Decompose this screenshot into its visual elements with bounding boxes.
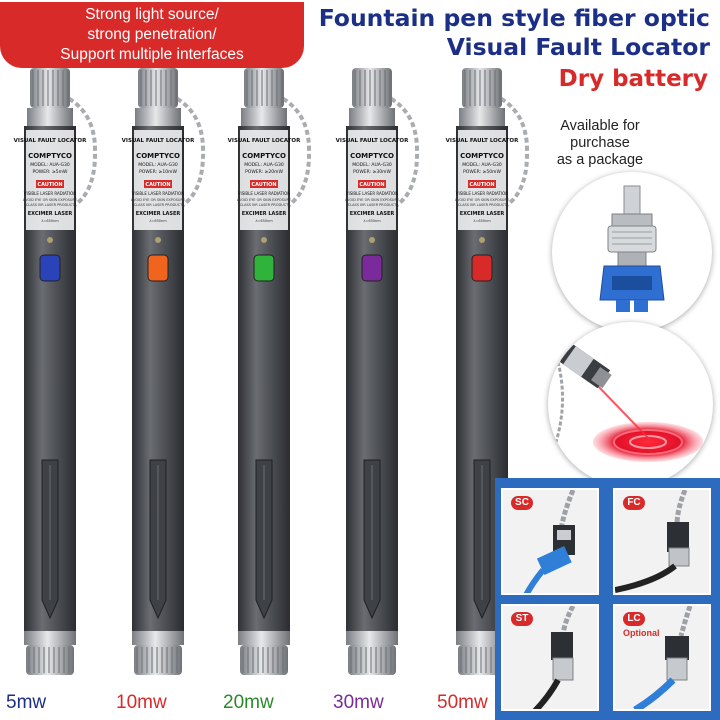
power-label: 5mw xyxy=(6,692,47,713)
product-title: Fountain pen style fiber optic Visual Fa… xyxy=(319,4,710,62)
pen-fine-text-1: AVOID EYE OR SKIN EXPOSURE xyxy=(345,198,399,202)
pen-fine-text-3: λ=650nm xyxy=(473,219,491,223)
power-button xyxy=(471,254,493,282)
title-line-2: Visual Fault Locator xyxy=(446,33,710,61)
connector-cell-sc: SC xyxy=(501,488,599,595)
pen-caution-text: CAUTION xyxy=(359,182,384,188)
lc-connector-image xyxy=(633,606,693,709)
pen-fine-text-2: CLASS IIIR LASER PRODUCT xyxy=(458,203,507,207)
pen-illustration: VISUAL FAULT LOCATOR COMPTYCO MODEL: AUA… xyxy=(122,68,206,675)
pen-fine-text-3: λ=650nm xyxy=(41,219,59,223)
pen-laser-text: EXCIMER LASER xyxy=(350,211,395,217)
pen-power-text: POWER: ≥5mW xyxy=(33,169,69,175)
package-note-line-2: purchase xyxy=(570,135,630,151)
pen-power-text: POWER: ≥50mW xyxy=(463,169,501,175)
pen-fine-text-1: AVOID EYE OR SKIN EXPOSURE xyxy=(23,198,77,202)
pen-illustration: VISUAL FAULT LOCATOR COMPTYCO MODEL: AUA… xyxy=(14,68,98,675)
pen-model-text: MODEL: AUA-G30 xyxy=(352,162,392,168)
feature-line-2: strong penetration/ xyxy=(87,26,217,43)
pen-model-text: MODEL: AUA-G30 xyxy=(462,162,502,168)
connector-cell-st: ST xyxy=(501,604,599,711)
pen-brand-text: COMPTYCO xyxy=(28,152,72,160)
pen-3: VISUAL FAULT LOCATOR COMPTYCO MODEL: AUA… xyxy=(214,0,334,690)
pen-fine-text-3: λ=650nm xyxy=(149,219,167,223)
lc-tag: LC xyxy=(623,612,645,626)
feature-line-1: Strong light source/ xyxy=(85,6,219,23)
pen-warning-text: VISIBLE LASER RADIATION xyxy=(24,191,76,196)
pen-warning-text: VISIBLE LASER RADIATION xyxy=(456,191,508,196)
pen-fine-text-3: λ=650nm xyxy=(255,219,273,223)
pen-model-text: MODEL: AUA-G30 xyxy=(244,162,284,168)
red-light-circle xyxy=(548,322,713,487)
pen-caution-text: CAUTION xyxy=(251,182,276,188)
pen-brand-text: COMPTYCO xyxy=(136,152,180,160)
fc-lc-adapter-image xyxy=(599,185,665,312)
pen-illustration: VISUAL FAULT LOCATOR COMPTYCO MODEL: AUA… xyxy=(336,68,420,675)
pen-model-text: MODEL: AUA-G30 xyxy=(138,162,178,168)
pen-brand-text: COMPTYCO xyxy=(350,152,394,160)
pen-4: VISUAL FAULT LOCATOR COMPTYCO MODEL: AUA… xyxy=(322,0,442,690)
sc-tag: SC xyxy=(511,496,533,510)
st-tag: ST xyxy=(511,612,533,626)
pen-header-text: VISUAL FAULT LOCATOR xyxy=(14,138,87,144)
power-label: 30mw xyxy=(333,692,384,713)
power-button xyxy=(253,254,275,282)
pen-power-text: POWER: ≥10mW xyxy=(139,169,177,175)
power-label: 20mw xyxy=(223,692,274,713)
connector-cell-fc: FC xyxy=(613,488,711,595)
pen-brand-text: COMPTYCO xyxy=(460,152,504,160)
pen-1: VISUAL FAULT LOCATOR COMPTYCO MODEL: AUA… xyxy=(0,0,120,690)
st-connector-image xyxy=(532,606,576,709)
fc-tag: FC xyxy=(623,496,645,510)
fc-connector-image xyxy=(615,490,690,593)
pen-fine-text-2: CLASS IIIR LASER PRODUCT xyxy=(348,203,397,207)
pen-laser-text: EXCIMER LASER xyxy=(242,211,287,217)
connector-cell-lc: LC Optional xyxy=(613,604,711,711)
power-button xyxy=(39,254,61,282)
pen-caution-text: CAUTION xyxy=(469,182,494,188)
pen-illustration: VISUAL FAULT LOCATOR COMPTYCO MODEL: AUA… xyxy=(228,68,312,675)
pen-laser-text: EXCIMER LASER xyxy=(460,211,505,217)
connector-panel: SC FC ST LC Optional xyxy=(495,478,720,720)
pen-header-text: VISUAL FAULT LOCATOR xyxy=(122,138,195,144)
package-note: Available for purchase as a package xyxy=(555,118,645,169)
package-note-line-3: as a package xyxy=(556,152,644,168)
pen-laser-text: EXCIMER LASER xyxy=(28,211,73,217)
pen-caution-text: CAUTION xyxy=(145,182,170,188)
pen-warning-text: VISIBLE LASER RADIATION xyxy=(238,191,290,196)
pen-laser-text: EXCIMER LASER xyxy=(136,211,181,217)
pen-power-text: POWER: ≥30mW xyxy=(353,169,391,175)
pen-warning-text: VISIBLE LASER RADIATION xyxy=(132,191,184,196)
pen-fine-text-3: λ=650nm xyxy=(363,219,381,223)
power-button xyxy=(361,254,383,282)
pen-fine-text-1: AVOID EYE OR SKIN EXPOSURE xyxy=(131,198,185,202)
title-line-1: Fountain pen style fiber optic xyxy=(318,4,710,32)
power-label: 50mw xyxy=(437,692,488,713)
red-laser-demo-image xyxy=(548,330,703,462)
feature-line-3: Support multiple interfaces xyxy=(60,46,244,63)
pen-fine-text-2: CLASS IIIR LASER PRODUCT xyxy=(134,203,183,207)
optional-label: Optional xyxy=(623,628,660,638)
pen-fine-text-2: CLASS IIIR LASER PRODUCT xyxy=(26,203,75,207)
pen-warning-text: VISIBLE LASER RADIATION xyxy=(346,191,398,196)
package-note-line-1: Available for xyxy=(560,118,640,134)
pen-header-text: VISUAL FAULT LOCATOR xyxy=(336,138,409,144)
pen-fine-text-2: CLASS IIIR LASER PRODUCT xyxy=(240,203,289,207)
pen-caution-text: CAUTION xyxy=(37,182,62,188)
power-label: 10mw xyxy=(116,692,167,713)
power-button xyxy=(147,254,169,282)
pen-brand-text: COMPTYCO xyxy=(242,152,286,160)
pen-power-text: POWER: ≥20mW xyxy=(245,169,283,175)
pen-fine-text-1: AVOID EYE OR SKIN EXPOSURE xyxy=(237,198,291,202)
feature-badge: Strong light source/ strong penetration/… xyxy=(0,2,304,68)
battery-subtitle: Dry battery xyxy=(558,66,708,92)
pen-model-text: MODEL: AUA-G30 xyxy=(30,162,70,168)
pen-2: VISUAL FAULT LOCATOR COMPTYCO MODEL: AUA… xyxy=(108,0,228,690)
adapter-circle xyxy=(552,172,712,332)
pen-header-text: VISUAL FAULT LOCATOR xyxy=(446,138,519,144)
pen-fine-text-1: AVOID EYE OR SKIN EXPOSURE xyxy=(455,198,509,202)
sc-connector-image xyxy=(523,490,576,593)
pen-header-text: VISUAL FAULT LOCATOR xyxy=(228,138,301,144)
